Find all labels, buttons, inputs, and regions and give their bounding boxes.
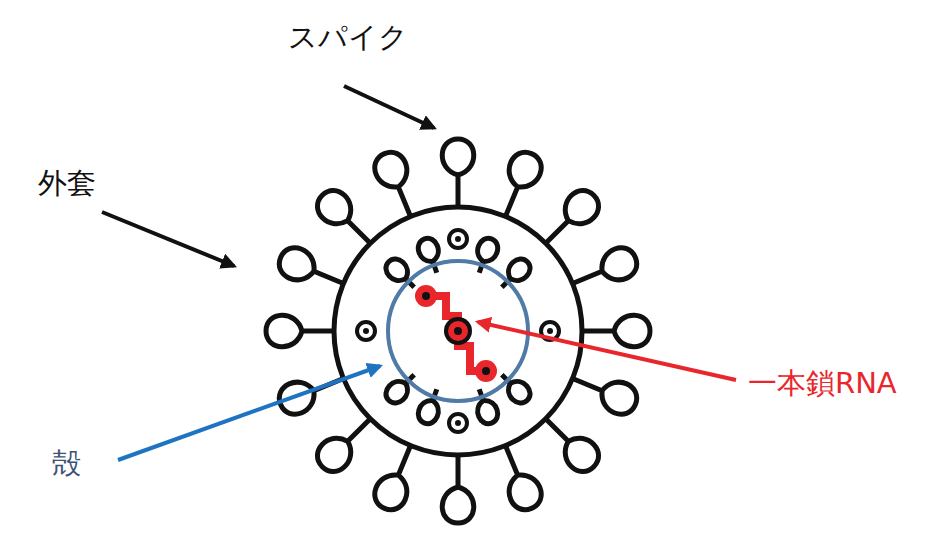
part-label: スパイク bbox=[288, 20, 408, 55]
virus-body bbox=[266, 139, 650, 523]
leader-arrow bbox=[478, 322, 736, 380]
capsid-circle bbox=[388, 261, 528, 401]
leader-arrow bbox=[344, 86, 434, 128]
part-label: 殻 bbox=[52, 446, 81, 481]
part-label: 一本鎖RNA bbox=[748, 366, 897, 401]
leader-arrow bbox=[118, 366, 380, 460]
rna-strand bbox=[426, 296, 486, 371]
leader-arrow bbox=[102, 212, 234, 266]
part-label: 外套 bbox=[38, 166, 96, 201]
